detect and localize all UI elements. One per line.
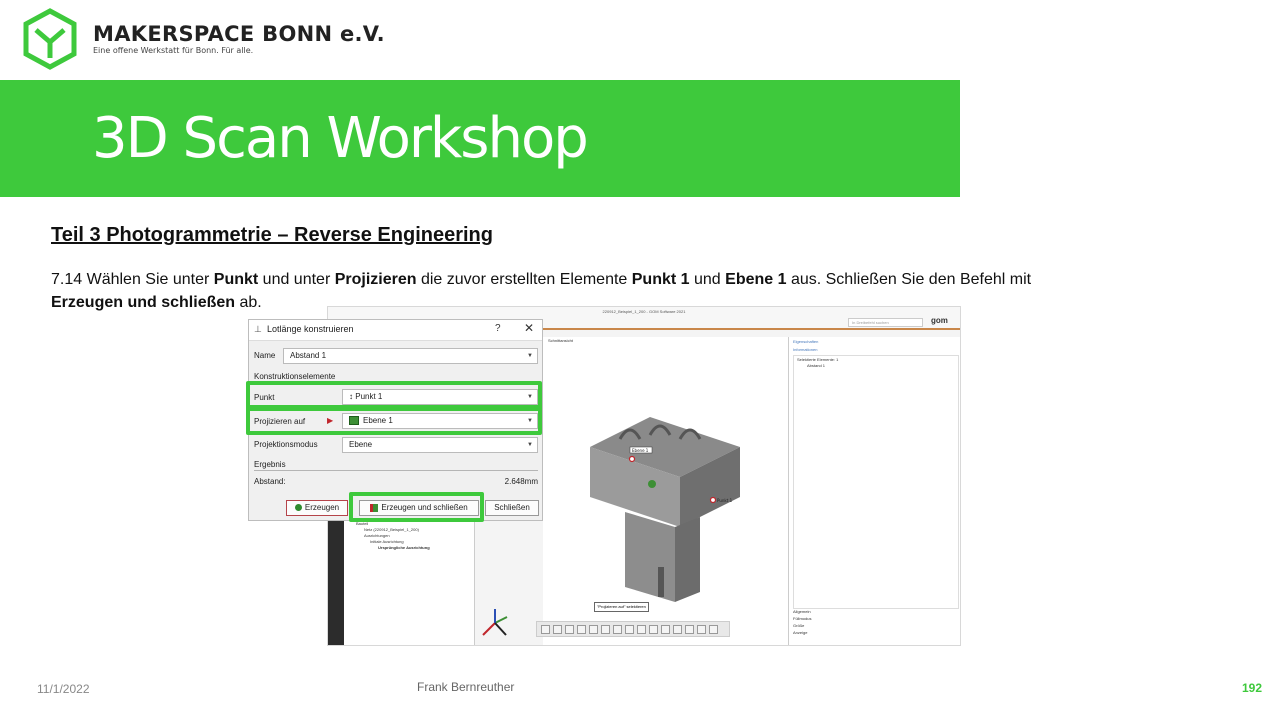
toolbar-icon[interactable] (661, 625, 670, 634)
active-arrow-icon: ▶ (327, 416, 334, 425)
section-ergebnis: Ergebnis (254, 460, 286, 469)
view-toolbar (536, 621, 730, 637)
name-field[interactable]: Abstand 1▼ (283, 348, 538, 364)
explorer-item[interactable]: Initiale Ausrichtung (370, 539, 404, 544)
explorer-item[interactable]: Netz (220912_Beispiel_1_200) (364, 527, 419, 532)
axis-gizmo-icon (482, 609, 508, 636)
toolbar-icon[interactable] (553, 625, 562, 634)
org-tagline: Eine offene Werkstatt für Bonn. Für alle… (93, 46, 254, 55)
page-number: 192 (1242, 681, 1263, 695)
explorer-panel: Bauteil Netz (220912_Beispiel_1_200) Aus… (344, 517, 475, 645)
toolbar-icon[interactable] (577, 625, 586, 634)
label-ebene: Ebene 1 (632, 448, 649, 453)
toolbar-icon[interactable] (565, 625, 574, 634)
footer-date: 11/1/2022 (37, 682, 90, 696)
footer-author: Frank Bernreuther (417, 680, 515, 694)
abstand-value: 2.648mm (504, 477, 538, 486)
explorer-item[interactable]: Bauteil (356, 521, 369, 526)
name-label: Name (254, 351, 276, 360)
slide-title: 3D Scan Workshop (92, 106, 589, 171)
erzeugen-und-schliessen-button[interactable]: Erzeugen und schließen (359, 500, 479, 516)
props-info-label: Informationen (793, 347, 818, 352)
toolbar-icon[interactable] (697, 625, 706, 634)
makerspace-logo-icon (23, 8, 77, 70)
label-punkt: Punkt 1 (717, 498, 733, 503)
properties-panel: Eigenschaften Informationen Selektierte … (788, 337, 960, 645)
window-title: 220912_Beispiel_1_200 - GOM Software 202… (328, 307, 960, 316)
toolbar-icon[interactable] (637, 625, 646, 634)
left-dock (328, 517, 344, 645)
erzeugen-button[interactable]: Erzeugen (286, 500, 348, 516)
punkt-select[interactable]: ↕ Punkt 1▼ (342, 389, 538, 405)
toolbar-icon[interactable] (685, 625, 694, 634)
props-section[interactable]: Füllmodus (793, 616, 812, 621)
projection-hint-badge: "Projizieren auf" selektieren (594, 602, 649, 612)
lotlaenge-dialog: ⊥ Lotlänge konstruieren ? ✕ Name Abstand… (246, 319, 543, 522)
highlight-erzeugen-und-schliessen (349, 492, 484, 522)
dialog-icon: ⊥ (254, 324, 262, 334)
title-band (0, 80, 960, 197)
schliessen-button[interactable]: Schließen (485, 500, 539, 516)
toolbar-icon[interactable] (589, 625, 598, 634)
props-list-box (793, 355, 959, 609)
props-section[interactable]: Allgemein (793, 609, 811, 614)
org-name: MAKERSPACE BONN e.V. (93, 22, 385, 46)
dialog-titlebar[interactable]: ⊥ Lotlänge konstruieren ? ✕ (249, 320, 542, 341)
toolbar-icon[interactable] (673, 625, 682, 634)
chevron-down-icon: ▼ (527, 442, 533, 448)
point-icon: ↕ (349, 392, 353, 401)
projektionsmodus-label: Projektionsmodus (254, 440, 318, 449)
projizieren-select[interactable]: Ebene 1▼ (342, 413, 538, 429)
scanned-part-model[interactable]: Ebene 1 Punkt 1 (580, 417, 750, 617)
abstand-label: Abstand: (254, 477, 286, 486)
section-heading: Teil 3 Photogrammetrie – Reverse Enginee… (51, 224, 493, 246)
highlight-punkt (246, 381, 542, 411)
projektionsmodus-select[interactable]: Ebene▼ (342, 437, 538, 453)
props-selected-count: Selektierte Elemente: 1 (797, 357, 839, 362)
instruction-paragraph: 7.14 Wählen Sie unter Punkt und unter Pr… (51, 271, 1032, 311)
create-close-icon (370, 503, 379, 512)
projizieren-label: Projizieren auf (254, 417, 306, 426)
section-konstruktionselemente: Konstruktionselemente (254, 372, 336, 381)
chevron-down-icon: ▼ (527, 394, 533, 400)
explorer-item[interactable]: Ausrichtungen (364, 533, 390, 538)
props-section[interactable]: Anzeige (793, 630, 808, 635)
software-screenshot: 220912_Beispiel_1_200 - GOM Software 202… (327, 306, 961, 646)
props-selected-item[interactable]: Abstand 1 (807, 363, 826, 368)
chevron-down-icon: ▼ (527, 418, 533, 424)
toolbar-icon[interactable] (649, 625, 658, 634)
close-button[interactable]: ✕ (524, 321, 535, 335)
help-button[interactable]: ? (495, 323, 501, 334)
toolbar-icon[interactable] (601, 625, 610, 634)
toolbar-icon[interactable] (541, 625, 550, 634)
punkt-label: Punkt (254, 393, 275, 402)
explorer-item[interactable]: Ursprüngliche Ausrichtung (378, 545, 430, 550)
dialog-title: Lotlänge konstruieren (267, 324, 354, 334)
check-icon (294, 504, 302, 512)
gom-logo: gom (931, 316, 948, 325)
toolbar-icon[interactable] (709, 625, 718, 634)
toolbar-icon[interactable] (625, 625, 634, 634)
highlight-projizieren (246, 405, 542, 435)
toolbar-icon[interactable] (613, 625, 622, 634)
tab-schnittansicht[interactable]: Schnittansicht (548, 338, 573, 343)
command-search-input[interactable]: In Dreibefehl suchen (848, 318, 923, 327)
props-section[interactable]: Größe (793, 623, 805, 628)
plane-icon (349, 416, 359, 426)
chevron-down-icon: ▼ (527, 353, 533, 359)
section-divider (254, 470, 538, 471)
tab-eigenschaften[interactable]: Eigenschaften (793, 339, 819, 344)
